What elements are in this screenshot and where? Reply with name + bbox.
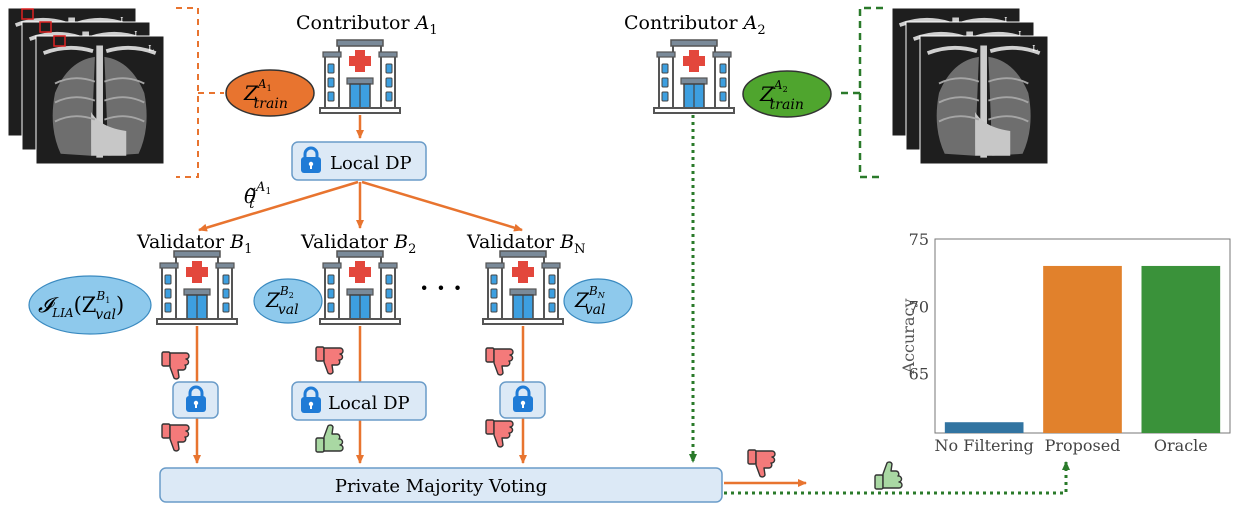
bracket-left (176, 7, 224, 178)
thumb-down-icon (747, 449, 776, 478)
contributor-a2-title: Contributor A2 (624, 12, 766, 38)
chart-y-axis-label: Accuracy (899, 299, 918, 375)
thumb-down-icon (485, 419, 514, 448)
z-val-bn-bubble (563, 278, 633, 324)
y-tick-label: 65 (909, 365, 929, 384)
x-tick-label: Oracle (1154, 436, 1208, 455)
x-tick-label: Proposed (1045, 436, 1121, 455)
thumb-down-icon (485, 347, 514, 376)
private-voting-box (159, 467, 723, 503)
private-voting-label: Private Majority Voting (335, 476, 547, 497)
local-dp-label-b2: Local DP (328, 393, 410, 414)
validator-b2-title: Validator B2 (300, 231, 416, 257)
x-tick-label: No Filtering (935, 436, 1034, 455)
bracket-right (838, 6, 883, 179)
xray-stack-right (892, 8, 1048, 164)
local-dp-box-b2 (291, 381, 427, 421)
thumb-down-icon (161, 351, 190, 380)
hospital-icon-bn (482, 250, 564, 325)
hospital-icon-a2 (653, 39, 735, 114)
accuracy-bar-chart: Accuracy 65 70 75 No Filtering Proposed Oracl… (899, 230, 1231, 455)
y-tick-label: 75 (909, 230, 929, 249)
z-val-b2-bubble (253, 278, 323, 324)
validators-ellipsis: · · · (420, 273, 462, 302)
thumb-up-icon (874, 461, 903, 490)
arrow-voting-accept (724, 461, 1070, 495)
xray-stack-left (8, 8, 164, 164)
local-dp-label: Local DP (330, 153, 412, 174)
arrow-dp-to-bn (361, 180, 523, 232)
hospital-icon-b1 (156, 250, 238, 325)
bar-no-filtering (944, 422, 1024, 433)
z-train-a1-bubble (225, 69, 315, 117)
hospital-icon-a1 (319, 39, 401, 114)
thumb-up-icon (315, 424, 344, 453)
z-train-a2-bubble (742, 70, 832, 118)
bar-oracle (1141, 265, 1221, 433)
thumb-down-icon (315, 346, 344, 375)
validator-b1-title: Validator B1 (136, 231, 252, 257)
thumb-down-icon (161, 423, 190, 452)
y-tick-label: 70 (909, 297, 929, 316)
hospital-icon-b2 (319, 250, 401, 325)
bar-proposed (1043, 265, 1122, 433)
contributor-a1-title: Contributor A1 (296, 12, 438, 38)
validator-bn-title: Validator BN (466, 231, 586, 257)
arrow-dp-to-b1 (198, 180, 359, 232)
lia-bubble-b1 (28, 275, 152, 335)
local-dp-box (291, 141, 427, 181)
